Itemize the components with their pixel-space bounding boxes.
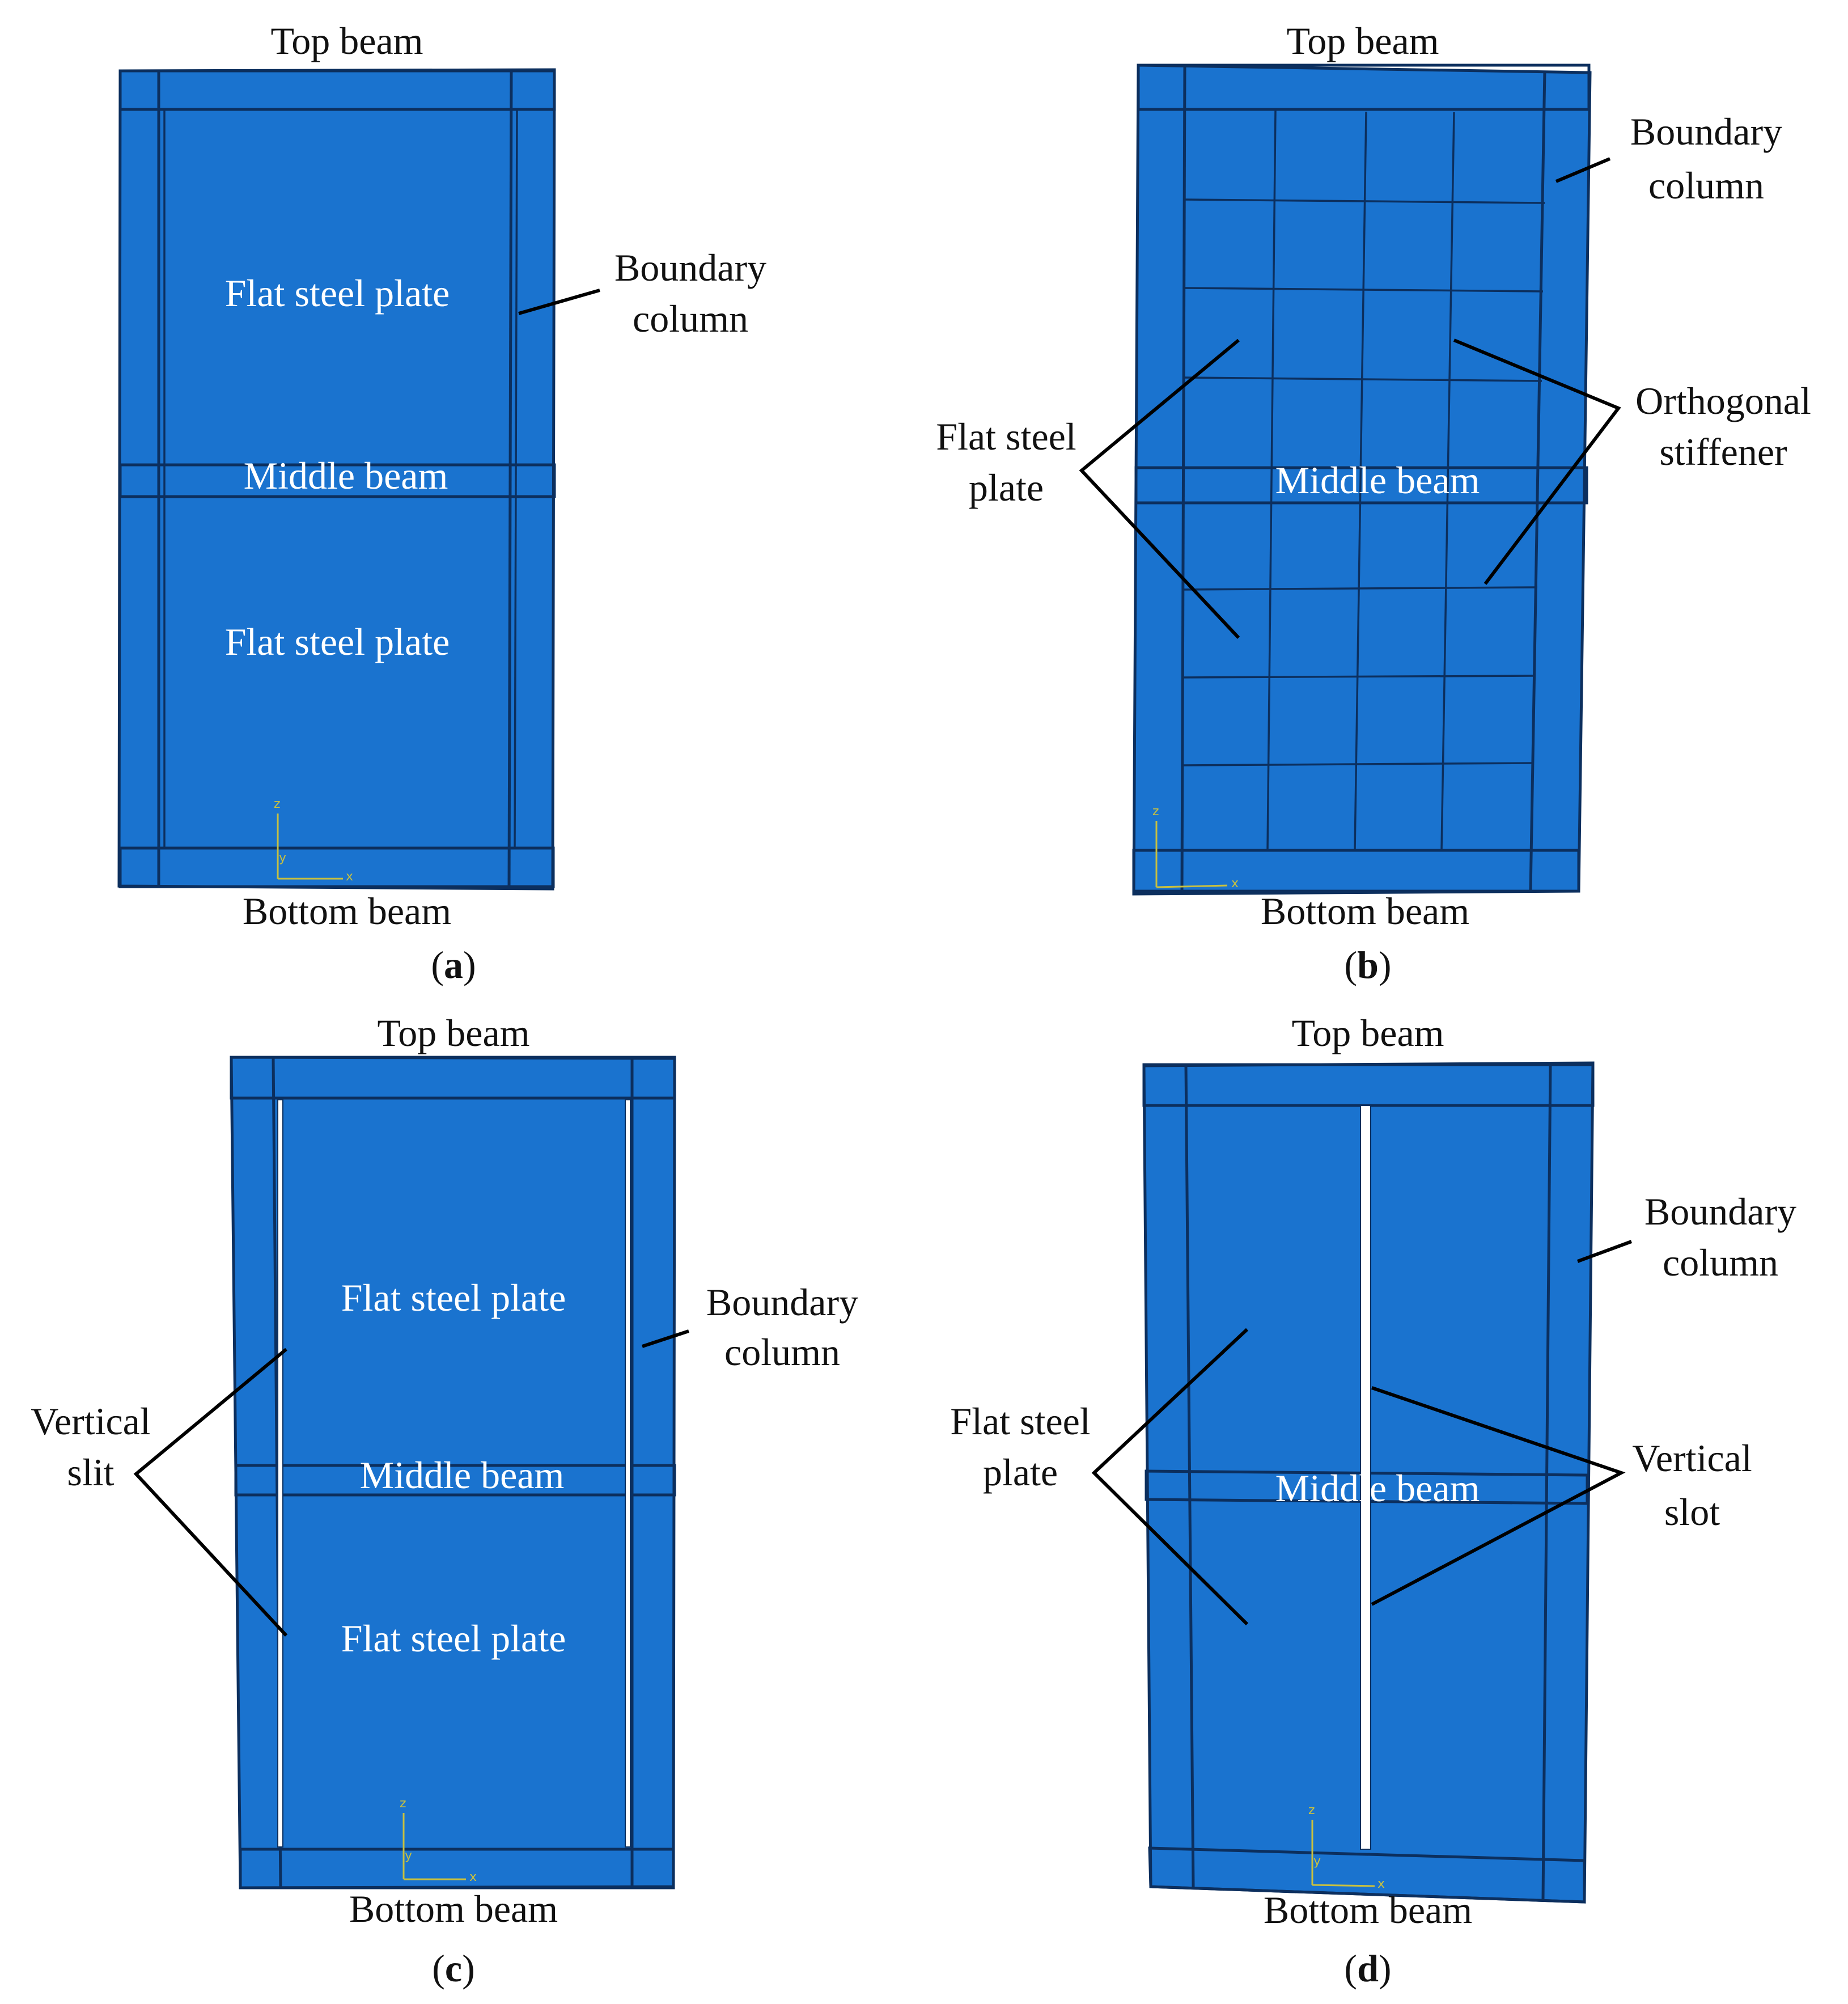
label-slot-d-1: Vertical: [1632, 1437, 1752, 1480]
panel-c: Top beam Flat steel plate Middle beam Fl…: [31, 1011, 858, 1990]
label-plate-b-1: Flat steel: [936, 415, 1076, 458]
caption-d: (d): [1344, 1947, 1391, 1990]
column-line-a3: [507, 70, 513, 888]
label-boundary-b: Boundary: [1630, 110, 1782, 153]
column-line-a4: [514, 109, 518, 849]
label-plate-upper-a: Flat steel plate: [225, 272, 450, 315]
label-boundary-c: Boundary: [706, 1281, 858, 1324]
leader-plate-b: [1079, 338, 1240, 639]
axis-triad-d: z x y: [1308, 1803, 1385, 1891]
caption-a: (a): [431, 943, 476, 986]
axis-y-d: y: [1313, 1854, 1321, 1869]
label-bottom-beam-c: Bottom beam: [349, 1887, 558, 1930]
label-bottom-beam-a: Bottom beam: [243, 889, 451, 933]
label-middle-beam-b: Middle beam: [1275, 459, 1480, 502]
axis-triad-c: z x y: [400, 1797, 477, 1884]
leader-column-c: [642, 1329, 689, 1348]
label-middle-beam-a: Middle beam: [244, 454, 448, 497]
column-line-d1: [1184, 1064, 1195, 1888]
panel-a: Top beam Flat steel plate Middle beam Fl…: [117, 19, 766, 986]
label-stiffener-b-2: stiffener: [1659, 430, 1787, 473]
label-column-d: column: [1663, 1241, 1778, 1284]
label-column-b: column: [1648, 164, 1764, 207]
label-middle-beam-c: Middle beam: [360, 1454, 565, 1497]
stiffener-grid-b: [1182, 110, 1545, 851]
axis-z-a: z: [274, 797, 281, 811]
column-line-d2: [1541, 1063, 1552, 1900]
label-slot-d-2: slot: [1664, 1490, 1720, 1533]
leader-column-b: [1555, 157, 1611, 183]
caption-c: (c): [432, 1947, 475, 1990]
vertical-slit-right: [625, 1099, 631, 1848]
vertical-slit-left: [277, 1099, 283, 1848]
label-column-a: column: [633, 297, 748, 340]
label-bottom-beam-b: Bottom beam: [1261, 889, 1469, 933]
bottom-beam-d: [1148, 1846, 1586, 1904]
vertical-slot: [1360, 1105, 1371, 1850]
middle-beam-d: [1145, 1469, 1589, 1505]
label-stiffener-b-1: Orthogonal: [1635, 379, 1811, 422]
label-slit-c-2: slit: [67, 1451, 114, 1494]
axis-y-a: y: [279, 851, 286, 865]
caption-b: (b): [1344, 943, 1391, 986]
top-beam-c: [230, 1056, 676, 1100]
panel-d: Top beam Middle beam Bottom beam Boundar…: [950, 1011, 1796, 1990]
middle-beam-a: [118, 463, 556, 498]
bottom-beam-c: [239, 1848, 675, 1889]
top-beam-b: [1137, 63, 1591, 111]
label-boundary-a: Boundary: [614, 246, 766, 289]
label-plate-d-2: plate: [983, 1451, 1058, 1494]
leader-column-a: [518, 289, 600, 315]
label-column-c: column: [724, 1331, 840, 1374]
axis-x-d: x: [1377, 1877, 1385, 1891]
middle-beam-c: [234, 1464, 676, 1497]
label-top-beam-b: Top beam: [1286, 19, 1439, 62]
label-boundary-d: Boundary: [1644, 1190, 1796, 1233]
axis-z-c: z: [400, 1797, 406, 1811]
axis-x-c: x: [469, 1870, 477, 1884]
label-plate-d-1: Flat steel: [950, 1400, 1090, 1443]
label-top-beam-d: Top beam: [1291, 1011, 1444, 1054]
axis-x-a: x: [346, 870, 353, 884]
column-line-b1: [1180, 66, 1186, 893]
label-slit-c-1: Vertical: [31, 1400, 150, 1443]
axis-triad-b: z x: [1152, 804, 1239, 891]
leader-slit-c: [133, 1348, 288, 1637]
label-top-beam-a: Top beam: [270, 19, 423, 62]
bottom-beam-b: [1132, 849, 1580, 893]
leader-stiffener-b: [1453, 338, 1621, 585]
leader-slot-d: [1371, 1386, 1626, 1606]
axis-x-b: x: [1231, 876, 1239, 891]
top-beam-a: [118, 69, 556, 111]
label-middle-beam-d: Middle beam: [1275, 1467, 1480, 1510]
axis-triad-a: z x y: [274, 797, 353, 884]
leader-plate-d: [1091, 1328, 1249, 1626]
leader-column-d: [1576, 1240, 1633, 1263]
label-plate-b-2: plate: [969, 466, 1044, 509]
axis-z-d: z: [1308, 1803, 1315, 1817]
label-plate-lower-a: Flat steel plate: [225, 620, 450, 663]
panel-b: Top beam Middle beam Bottom beam Boundar…: [936, 19, 1811, 986]
bottom-beam-a: [118, 846, 555, 888]
label-plate-upper-c: Flat steel plate: [341, 1276, 566, 1319]
column-line-b2: [1529, 70, 1546, 892]
axis-y-c: y: [405, 1849, 412, 1863]
label-top-beam-c: Top beam: [377, 1011, 529, 1054]
label-bottom-beam-d: Bottom beam: [1264, 1888, 1472, 1931]
label-plate-lower-c: Flat steel plate: [341, 1617, 566, 1660]
axis-z-b: z: [1152, 804, 1159, 819]
